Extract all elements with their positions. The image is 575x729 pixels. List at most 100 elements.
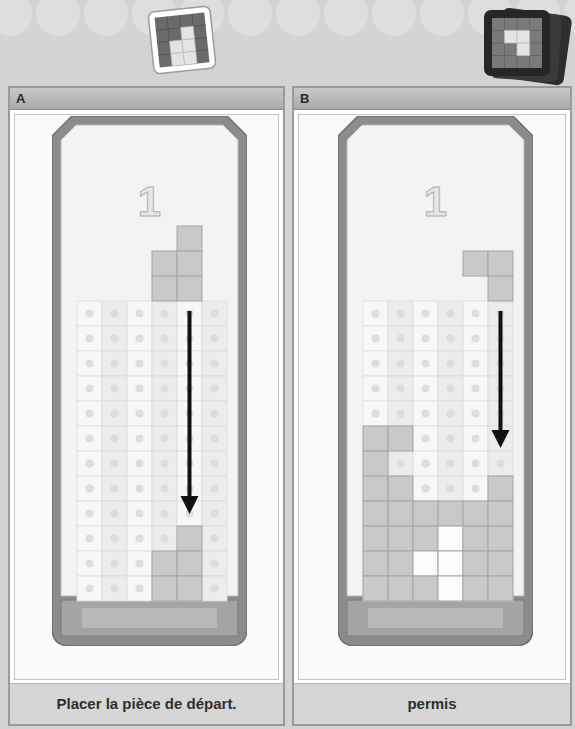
placed-block: [413, 576, 438, 601]
placed-block: [152, 551, 177, 576]
placed-block: [413, 526, 438, 551]
grid-cell: [102, 476, 127, 501]
grid-cell: [77, 401, 102, 426]
placed-block: [488, 501, 513, 526]
tower-base-inset: [82, 608, 217, 628]
grid-cell: [152, 301, 177, 326]
grid-peg: [397, 460, 405, 468]
grid-cell: [488, 451, 513, 476]
grid-peg: [111, 335, 119, 343]
grid-cell: [102, 551, 127, 576]
grid-cell: [363, 551, 388, 576]
grid-cell: [413, 551, 438, 576]
grid-peg: [86, 335, 94, 343]
grid-cell: [77, 476, 102, 501]
grid-cell: [127, 401, 152, 426]
grid-cell: [388, 326, 413, 351]
grid-cell: [127, 426, 152, 451]
panel-caption: permis: [294, 683, 570, 724]
grid-peg: [422, 460, 430, 468]
grid-peg: [86, 585, 94, 593]
grid-peg: [397, 335, 405, 343]
grid-cell: [438, 426, 463, 451]
grid-cell: [388, 476, 413, 501]
grid-peg: [472, 335, 480, 343]
grid-cell: [463, 451, 488, 476]
grid-cell: [127, 376, 152, 401]
grid-cell: [363, 501, 388, 526]
card-deck-icon: [484, 7, 573, 86]
grid-cell: [463, 501, 488, 526]
grid-cell: [363, 401, 388, 426]
game-tower: 1: [338, 116, 533, 646]
grid-peg: [161, 310, 169, 318]
grid-peg: [211, 310, 219, 318]
grid-cell: [102, 301, 127, 326]
grid-peg: [136, 585, 144, 593]
tower-base-inset: [368, 608, 503, 628]
grid-peg: [136, 460, 144, 468]
grid-cell: [202, 426, 227, 451]
grid-peg: [111, 510, 119, 518]
card-icon: [148, 6, 216, 74]
grid-cell: [363, 476, 388, 501]
grid-cell: [152, 451, 177, 476]
grid-cell: [152, 376, 177, 401]
grid-cell: [438, 376, 463, 401]
grid-peg: [211, 560, 219, 568]
grid-cell: [413, 526, 438, 551]
placed-block: [438, 551, 463, 576]
grid-peg: [422, 360, 430, 368]
grid-peg: [211, 460, 219, 468]
tower-outline: [338, 116, 533, 646]
grid-cell: [488, 551, 513, 576]
grid-cell: [438, 451, 463, 476]
grid-cell: [77, 451, 102, 476]
grid-cell: [127, 301, 152, 326]
drop-arrowhead: [492, 430, 510, 448]
example-panel: Bpermis1: [292, 86, 572, 726]
grid-peg: [372, 410, 380, 418]
grid-cell: [463, 301, 488, 326]
grid-peg: [422, 385, 430, 393]
grid-peg: [447, 385, 455, 393]
grid-peg: [86, 460, 94, 468]
grid-peg: [111, 535, 119, 543]
tower-outline: [52, 116, 247, 646]
piece-block: [152, 251, 177, 276]
grid-cell: [152, 576, 177, 601]
grid-cell: [127, 526, 152, 551]
tower-number: 1: [338, 180, 533, 224]
piece-block: [488, 276, 513, 301]
grid-peg: [161, 435, 169, 443]
placed-block: [177, 551, 202, 576]
grid-cell: [388, 351, 413, 376]
grid-cell: [363, 526, 388, 551]
grid-cell: [438, 551, 463, 576]
drop-arrowhead: [181, 496, 199, 514]
grid-cell: [363, 326, 388, 351]
grid-peg: [161, 485, 169, 493]
grid-cell: [77, 351, 102, 376]
grid-cell: [77, 326, 102, 351]
grid-peg: [472, 360, 480, 368]
grid-peg: [372, 310, 380, 318]
grid-peg: [86, 310, 94, 318]
grid-peg: [447, 485, 455, 493]
grid-cell: [127, 326, 152, 351]
grid-peg: [111, 435, 119, 443]
grid-cell: [463, 376, 488, 401]
grid-peg: [161, 460, 169, 468]
placed-block: [488, 476, 513, 501]
grid-cell: [463, 526, 488, 551]
grid-peg: [136, 535, 144, 543]
placed-block: [463, 526, 488, 551]
grid-cell: [202, 551, 227, 576]
grid-cell: [127, 476, 152, 501]
grid-cell: [102, 401, 127, 426]
grid-peg: [447, 435, 455, 443]
example-panel: APlacer la pièce de départ.1: [8, 86, 285, 726]
grid-peg: [86, 385, 94, 393]
grid-cell: [388, 376, 413, 401]
placed-block: [363, 501, 388, 526]
